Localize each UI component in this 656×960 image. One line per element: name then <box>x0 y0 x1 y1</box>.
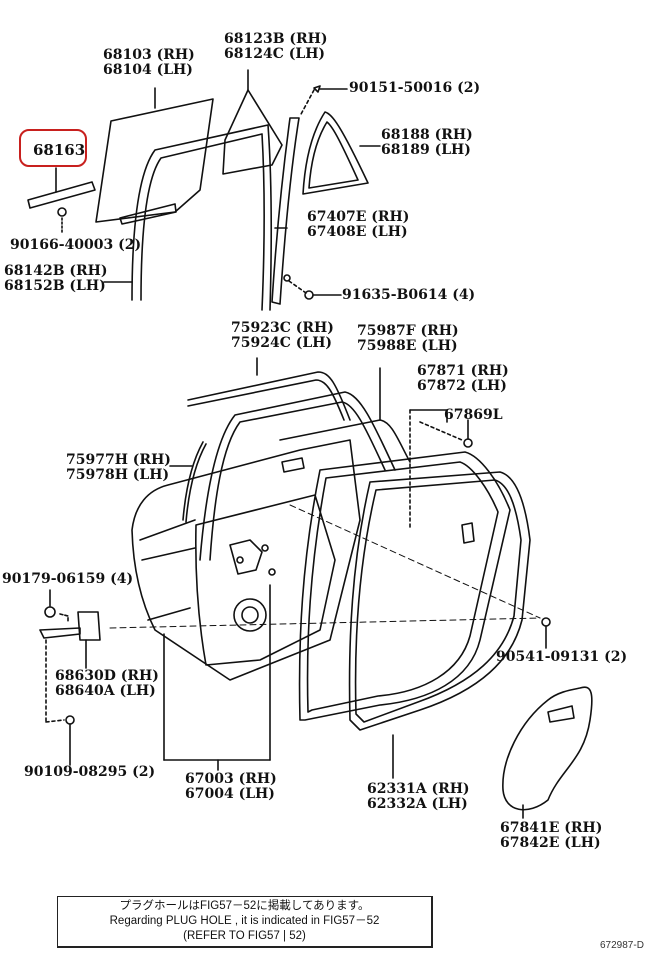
division-bar <box>271 85 348 305</box>
door-weatherstrip <box>348 471 531 779</box>
label-67841[interactable]: 67841E (RH) 67842E (LH) <box>500 820 603 851</box>
label-90179[interactable]: 90179-06159 (4) <box>2 571 134 587</box>
note-japanese: プラグホールはFIG57－52に掲載してあります。 <box>119 900 370 912</box>
highlighted-part-number[interactable]: 68163 <box>33 141 86 159</box>
note-english: Regarding PLUG HOLE , it is indicated in… <box>109 915 380 927</box>
bolt-90541 <box>541 617 551 649</box>
note-reference: (REFER TO FIG57 | 52) <box>183 930 306 942</box>
label-75977[interactable]: 75977H (RH) 75978H (LH) <box>66 452 171 483</box>
label-67869[interactable]: 67869L <box>444 407 503 423</box>
rear-lower-sash <box>169 441 207 523</box>
plug-hole-note: プラグホールはFIG57－52に掲載してあります。 Regarding PLUG… <box>57 896 433 948</box>
label-67407[interactable]: 67407E (RH) 67408E (LH) <box>307 209 410 240</box>
label-68630[interactable]: 68630D (RH) 68640A (LH) <box>55 668 159 699</box>
service-hole-cover <box>502 686 593 819</box>
label-67003[interactable]: 67003 (RH) 67004 (LH) <box>185 771 277 802</box>
label-90109[interactable]: 90109-08295 (2) <box>24 764 156 780</box>
label-90151[interactable]: 90151-50016 (2) <box>349 80 481 96</box>
label-67871[interactable]: 67871 (RH) 67872 (LH) <box>417 363 509 394</box>
label-90166[interactable]: 90166-40003 (2) <box>10 237 142 253</box>
label-68123[interactable]: 68123B (RH) 68124C (LH) <box>224 31 328 62</box>
label-62331[interactable]: 62331A (RH) 62332A (LH) <box>367 781 470 812</box>
door-shell <box>131 439 361 771</box>
inner-weatherstrip <box>298 409 511 721</box>
belt-molding-outer <box>187 357 351 421</box>
glass-channel <box>27 167 177 233</box>
label-75923[interactable]: 75923C (RH) 75924C (LH) <box>231 320 334 351</box>
label-90541[interactable]: 90541-09131 (2) <box>496 649 628 665</box>
label-68188[interactable]: 68188 (RH) 68189 (LH) <box>381 127 473 158</box>
label-75987[interactable]: 75987F (RH) 75988E (LH) <box>357 323 459 354</box>
label-68142[interactable]: 68142B (RH) 68152B (LH) <box>4 263 108 294</box>
label-91635[interactable]: 91635-B0614 (4) <box>342 287 476 303</box>
figure-id: 672987-D <box>600 940 644 951</box>
door-glass <box>95 87 214 223</box>
highlight-outline <box>19 129 87 167</box>
door-check <box>39 589 101 766</box>
door-frame-outline <box>199 367 411 561</box>
quarter-glass <box>222 69 283 175</box>
label-68103[interactable]: 68103 (RH) 68104 (LH) <box>103 47 195 78</box>
quarter-window-frame <box>302 111 381 195</box>
run-channel <box>103 124 273 311</box>
